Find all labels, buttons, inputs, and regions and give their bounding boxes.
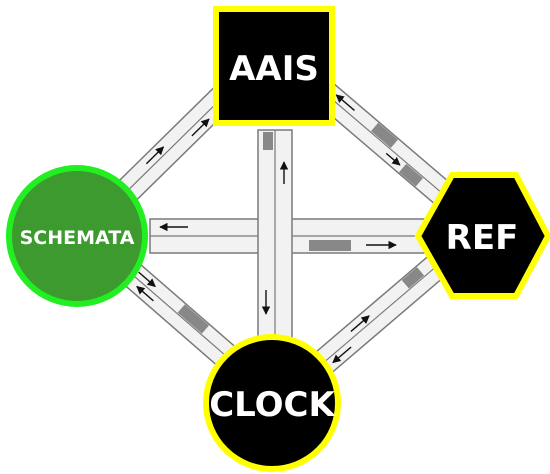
node-schemata-shape	[6, 165, 148, 307]
node-ref-label: REF	[446, 218, 519, 258]
packet	[263, 132, 273, 150]
node-clock-shape	[203, 334, 341, 472]
channel-aais-ref	[295, 65, 467, 217]
arrow-icon	[136, 285, 154, 302]
node-aais-label: AAIS	[229, 49, 319, 89]
node-ref: REF	[414, 172, 550, 299]
packet	[177, 304, 210, 334]
node-clock-label: CLOCK	[209, 385, 336, 425]
arrow-icon	[138, 271, 156, 288]
packet	[399, 163, 423, 187]
packet	[309, 240, 351, 251]
arrow-icon	[191, 118, 210, 137]
node-aais-shape	[213, 6, 335, 126]
channel-aais-clock	[257, 129, 293, 353]
arrow-icon	[385, 152, 401, 166]
packet	[401, 267, 425, 289]
node-schemata: SCHEMATA	[6, 165, 148, 307]
node-ref-shape	[414, 172, 550, 299]
node-schemata-label: SCHEMATA	[20, 227, 135, 249]
packet	[371, 122, 398, 149]
node-aais: AAIS	[213, 6, 335, 126]
node-clock: CLOCK	[203, 334, 341, 472]
arrow-icon	[350, 315, 370, 332]
arrow-icon	[332, 346, 352, 364]
arrow-icon	[145, 146, 165, 165]
arrow-icon	[335, 94, 355, 111]
